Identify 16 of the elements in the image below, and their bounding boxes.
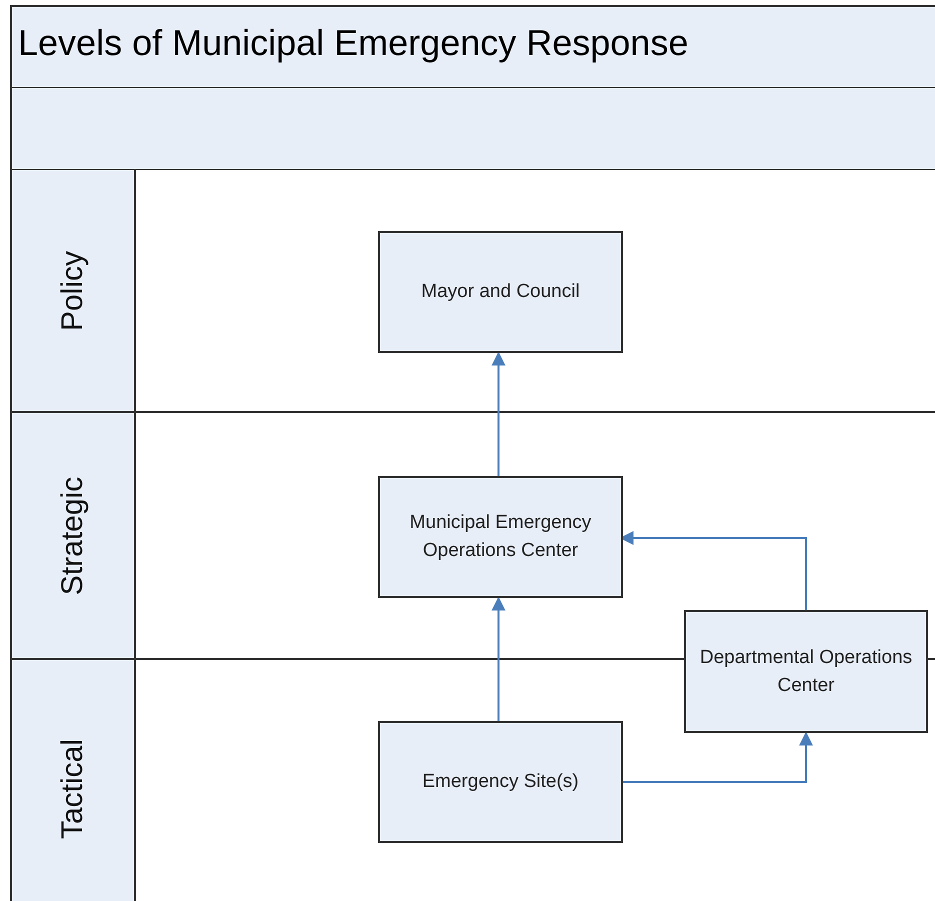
title: Levels of Municipal Emergency Response	[18, 22, 688, 64]
process-box	[684, 610, 928, 733]
lane-label: Policy	[56, 250, 90, 331]
process-box	[378, 721, 623, 843]
box-label: Mayor and Council	[420, 280, 581, 304]
box-label: Departmental Operations Center	[698, 646, 914, 698]
process-box	[378, 231, 623, 353]
box-label: Municipal Emergency Operations Center	[408, 511, 592, 563]
arrow	[492, 352, 506, 476]
swimlane	[10, 170, 935, 413]
arrow	[621, 732, 813, 783]
process-box	[378, 476, 623, 598]
arrow	[492, 596, 506, 721]
lane-label: Strategic	[56, 476, 90, 595]
box-label: Emergency Site(s)	[421, 770, 580, 794]
lane-label: Tactical	[56, 738, 90, 840]
